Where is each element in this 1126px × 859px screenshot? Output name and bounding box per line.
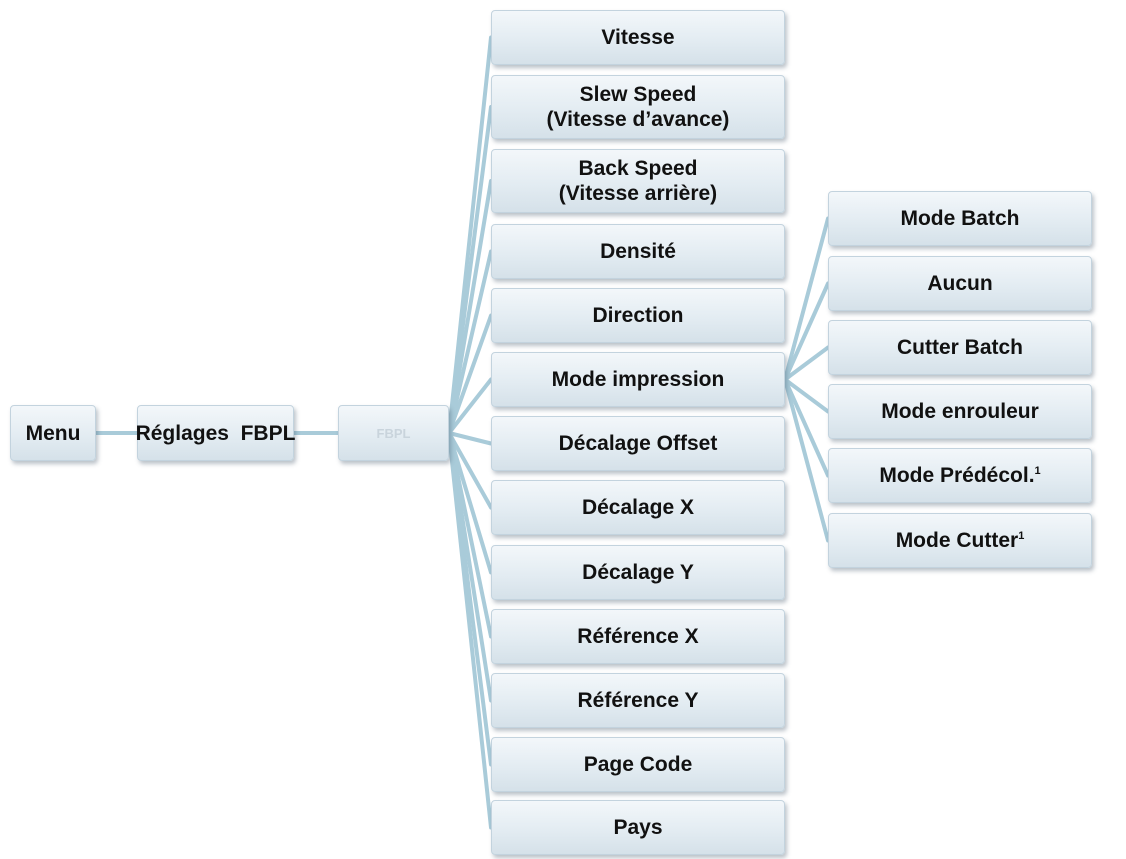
- menu-node[interactable]: Menu: [10, 405, 96, 461]
- item-label: Décalage Y: [582, 561, 694, 584]
- footnote-marker: 1: [1034, 465, 1041, 477]
- connector-line: [447, 431, 493, 510]
- item-label: Densité: [600, 240, 676, 263]
- fbpl-label: FBPL: [376, 425, 411, 441]
- item-label: Décalage X: [581, 496, 695, 519]
- item-label: Référence Y: [577, 689, 699, 712]
- option-label: Mode enrouleur: [881, 400, 1039, 423]
- connector-line: [783, 377, 830, 543]
- item-pays[interactable]: Pays: [491, 800, 785, 855]
- item-label: Pays: [613, 816, 663, 839]
- item-reference-x[interactable]: Référence X: [491, 609, 785, 664]
- item-sublabel: (Vitesse d’avance): [546, 108, 730, 131]
- option-mode-predecol[interactable]: Mode Prédécol.1: [828, 448, 1092, 503]
- connector-line: [447, 179, 493, 435]
- option-mode-cutter[interactable]: Mode Cutter1: [828, 513, 1092, 568]
- connector-line: [447, 249, 493, 435]
- item-reference-y[interactable]: Référence Y: [491, 673, 785, 728]
- item-slew-speed[interactable]: Slew Speed (Vitesse d’avance): [491, 75, 785, 139]
- item-label: Décalage Offset: [558, 432, 718, 455]
- item-sublabel: (Vitesse arrière): [558, 182, 718, 205]
- connector-line: [447, 431, 493, 575]
- option-label: Mode Cutter: [895, 529, 1019, 552]
- connector-line: [783, 281, 830, 382]
- connector-line: [447, 377, 493, 435]
- connector-line: [447, 105, 493, 435]
- item-mode-impression[interactable]: Mode impression: [491, 352, 785, 407]
- connector-line: [447, 313, 493, 435]
- item-label: Direction: [592, 304, 684, 327]
- item-page-code[interactable]: Page Code: [491, 737, 785, 792]
- item-densite[interactable]: Densité: [491, 224, 785, 279]
- fbpl-node[interactable]: FBPL: [338, 405, 449, 461]
- fbpl-settings-node[interactable]: Réglages FBPL: [135, 405, 296, 461]
- item-decalage-y[interactable]: Décalage Y: [491, 545, 785, 600]
- item-label: Vitesse: [601, 26, 675, 49]
- option-label: Mode Prédécol.: [879, 464, 1035, 487]
- item-label: Référence X: [577, 625, 699, 648]
- option-cutter-batch[interactable]: Cutter Batch: [828, 320, 1092, 375]
- option-aucun[interactable]: Aucun: [828, 256, 1092, 311]
- option-label: Cutter Batch: [896, 336, 1023, 359]
- fbpl-settings-label: Réglages FBPL: [135, 421, 296, 445]
- item-vitesse[interactable]: Vitesse: [491, 10, 785, 65]
- connector-line: [783, 377, 830, 478]
- connector-line: [447, 431, 493, 446]
- item-decalage-offset[interactable]: Décalage Offset: [491, 416, 785, 471]
- footnote-marker: 1: [1018, 530, 1025, 542]
- option-mode-enrouleur[interactable]: Mode enrouleur: [828, 384, 1092, 439]
- item-decalage-x[interactable]: Décalage X: [491, 480, 785, 535]
- item-label: Back Speed: [578, 157, 698, 180]
- option-label: Aucun: [927, 272, 993, 295]
- item-label: Mode impression: [551, 368, 725, 391]
- option-label: Mode Batch: [900, 207, 1020, 230]
- connector-line: [783, 345, 830, 382]
- item-direction[interactable]: Direction: [491, 288, 785, 343]
- option-mode-batch[interactable]: Mode Batch: [828, 191, 1092, 246]
- item-label: Page Code: [583, 753, 693, 776]
- menu-label: Menu: [25, 421, 81, 445]
- item-label: Slew Speed: [579, 83, 697, 106]
- item-back-speed[interactable]: Back Speed (Vitesse arrière): [491, 149, 785, 213]
- connector-line: [447, 431, 493, 830]
- connector-line: [783, 216, 830, 382]
- connector-line: [783, 377, 830, 414]
